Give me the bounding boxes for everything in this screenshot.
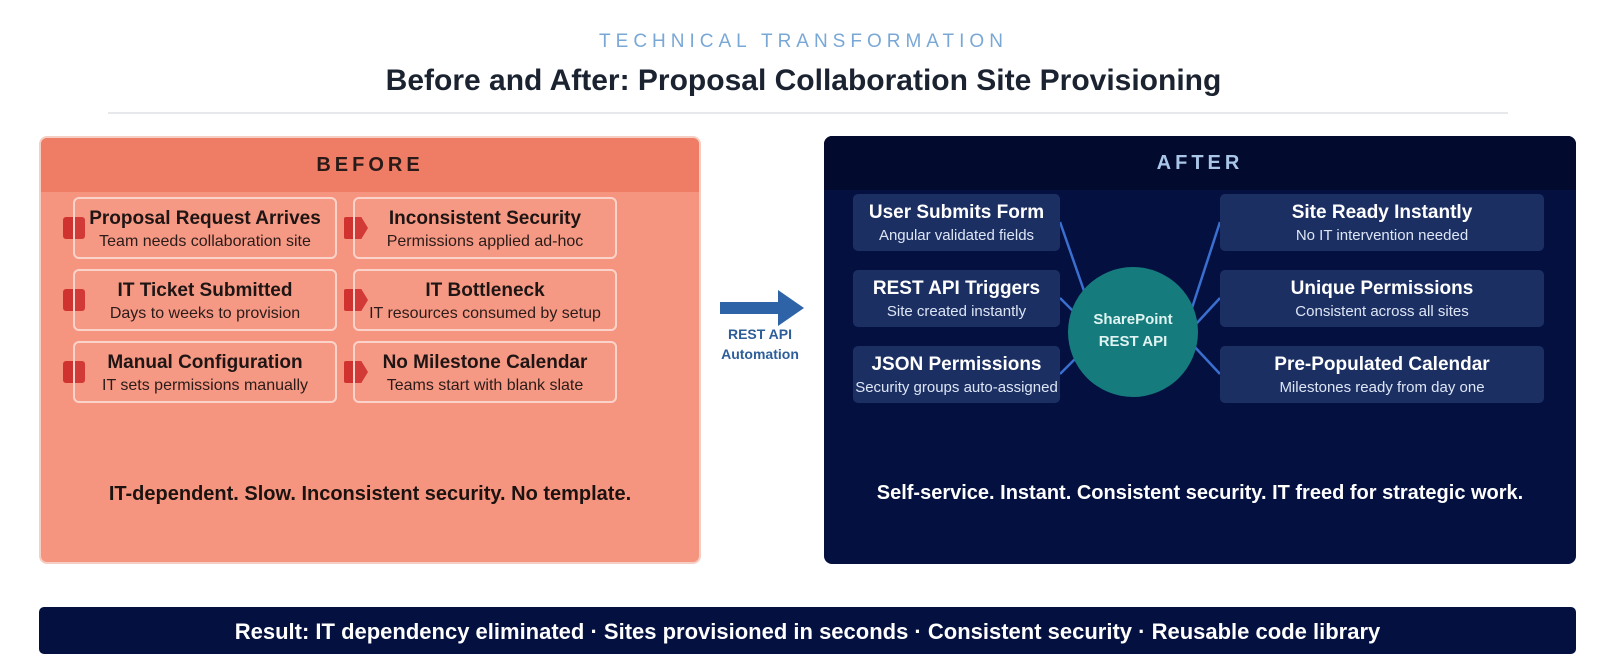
problem-subtitle: IT resources consumed by setup — [369, 305, 601, 322]
after-output-card: Pre-Populated Calendar Milestones ready … — [1220, 346, 1544, 403]
problem-title: No Milestone Calendar — [382, 352, 588, 373]
after-label: AFTER — [1156, 152, 1244, 174]
before-label: BEFORE — [316, 154, 424, 176]
after-input-card: JSON Permissions Security groups auto-as… — [853, 346, 1060, 403]
after-panel: AFTER User Submits Form Angular validate… — [824, 136, 1576, 564]
input-title: REST API Triggers — [872, 278, 1041, 299]
problem-subtitle: Teams start with blank slate — [386, 377, 584, 394]
before-step-card: IT Ticket Submitted Days to weeks to pro… — [73, 269, 337, 331]
result-banner: Result: IT dependency eliminated · Sites… — [39, 607, 1576, 654]
connector-line — [1190, 221, 1222, 309]
problem-subtitle: Permissions applied ad-hoc — [386, 233, 584, 250]
problem-marker-icon — [344, 289, 368, 311]
step-subtitle: Team needs collaboration site — [99, 233, 311, 250]
output-title: Pre-Populated Calendar — [1274, 354, 1490, 375]
after-summary: Self-service. Instant. Consistent securi… — [876, 482, 1524, 504]
before-summary: IT-dependent. Slow. Inconsistent securit… — [108, 483, 632, 505]
input-title: JSON Permissions — [871, 354, 1042, 375]
connector-line — [1195, 297, 1221, 325]
input-subtitle: Site created instantly — [886, 303, 1027, 320]
hub-line1: SharePoint — [1093, 311, 1173, 328]
problem-marker-icon — [344, 361, 368, 383]
transition-arrow-icon — [720, 290, 804, 326]
connector-line — [1191, 343, 1221, 375]
step-title: IT Ticket Submitted — [117, 280, 293, 301]
problem-title: Inconsistent Security — [388, 208, 582, 229]
before-problem-card: No Milestone Calendar Teams start with b… — [353, 341, 617, 403]
after-input-card: REST API Triggers Site created instantly — [853, 270, 1060, 327]
sharepoint-hub: SharePoint REST API — [1068, 267, 1198, 397]
before-problem-card: IT Bottleneck IT resources consumed by s… — [353, 269, 617, 331]
before-header: BEFORE — [41, 138, 699, 192]
output-title: Unique Permissions — [1290, 278, 1474, 299]
before-step-card: Manual Configuration IT sets permissions… — [73, 341, 337, 403]
before-panel: BEFORE Proposal Request Arrives Team nee… — [39, 136, 701, 564]
result-text: Result: IT dependency eliminated · Sites… — [234, 619, 1381, 644]
step-subtitle: Days to weeks to provision — [109, 305, 301, 322]
title-divider — [108, 112, 1508, 114]
page-title: Before and After: Proposal Collaboration… — [385, 64, 1222, 97]
input-subtitle: Angular validated fields — [878, 227, 1035, 244]
problem-marker-icon — [344, 217, 368, 239]
output-subtitle: Consistent across all sites — [1295, 303, 1469, 320]
after-output-card: Unique Permissions Consistent across all… — [1220, 270, 1544, 327]
input-title: User Submits Form — [868, 202, 1045, 223]
output-title: Site Ready Instantly — [1291, 202, 1473, 223]
after-header: AFTER — [824, 136, 1576, 190]
before-problem-card: Inconsistent Security Permissions applie… — [353, 197, 617, 259]
eyebrow-label: TECHNICAL TRANSFORMATION — [599, 31, 1008, 52]
transition-label-line2: Automation — [721, 346, 799, 362]
transition-label-line1: REST API — [727, 326, 793, 342]
problem-title: IT Bottleneck — [425, 280, 545, 301]
output-subtitle: No IT intervention needed — [1295, 227, 1469, 244]
output-subtitle: Milestones ready from day one — [1279, 379, 1485, 396]
after-output-card: Site Ready Instantly No IT intervention … — [1220, 194, 1544, 251]
step-subtitle: IT sets permissions manually — [102, 377, 308, 394]
input-subtitle: Security groups auto-assigned — [855, 379, 1058, 396]
hub-line2: REST API — [1098, 333, 1168, 350]
step-title: Proposal Request Arrives — [89, 208, 321, 229]
after-input-card: User Submits Form Angular validated fiel… — [853, 194, 1060, 251]
step-title: Manual Configuration — [107, 352, 303, 373]
before-step-card: Proposal Request Arrives Team needs coll… — [73, 197, 337, 259]
